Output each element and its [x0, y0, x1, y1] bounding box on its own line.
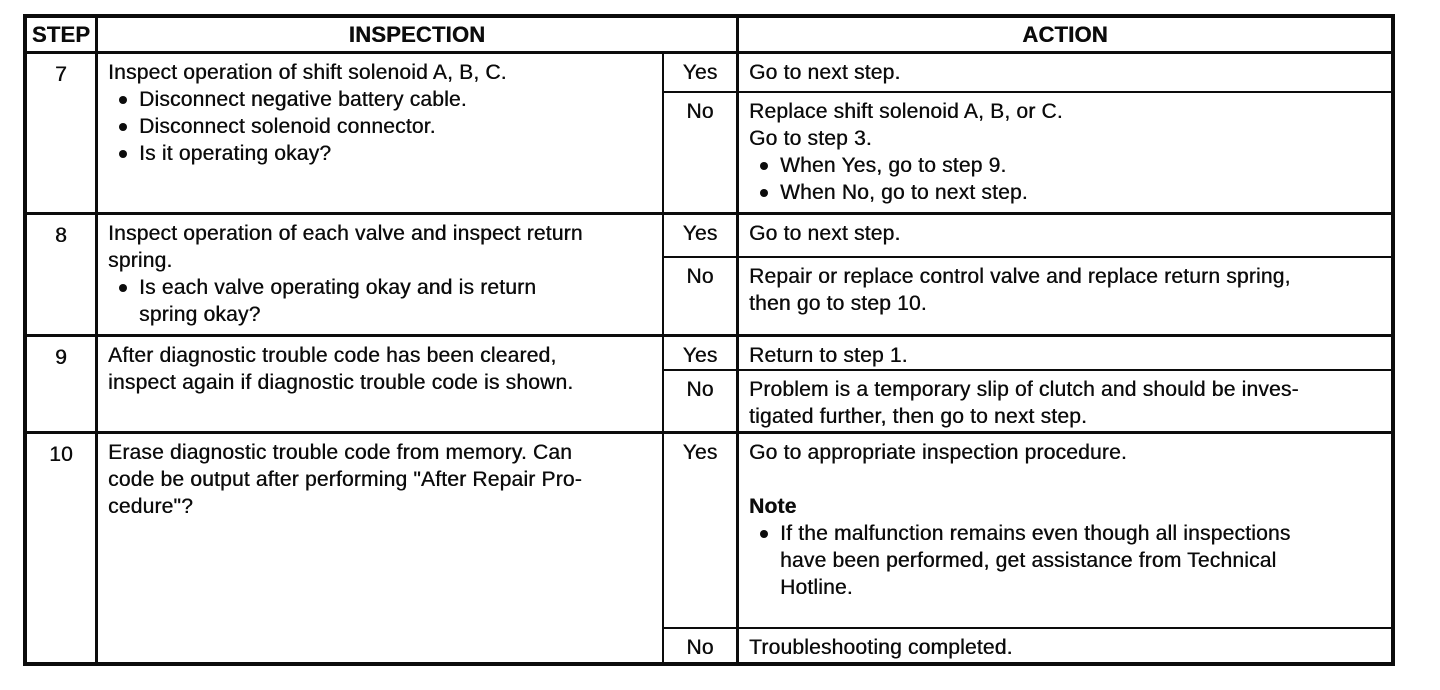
- action-text: Troubleshooting completed.: [749, 636, 1013, 659]
- table-row-step-7: 7 Inspect operation of shift solenoid A,…: [27, 54, 1391, 215]
- branch-yes: Yes Go to next step.: [664, 54, 1391, 93]
- step-number: 9: [27, 337, 98, 431]
- no-label: No: [664, 258, 739, 334]
- branch-no: No Repair or replace control valve and r…: [664, 258, 1391, 334]
- action-text: tigated further, then go to next step.: [749, 405, 1087, 428]
- header-step: STEP: [27, 18, 98, 51]
- action-text: Go to appropriate inspection procedure.: [749, 441, 1127, 464]
- bullet-icon: [119, 96, 127, 104]
- action-cell: Go to next step.: [739, 215, 1391, 256]
- action-cell: Go to next step.: [739, 54, 1391, 91]
- bullet-text: If the malfunction remains even though a…: [780, 522, 1291, 545]
- bullet-icon: [760, 530, 768, 538]
- branch-yes: Yes Go to next step.: [664, 215, 1391, 258]
- inspection-text: Inspect operation of shift solenoid A, B…: [108, 61, 507, 84]
- action-text: Repair or replace control valve and repl…: [749, 265, 1291, 288]
- inspection-text: spring.: [108, 249, 173, 272]
- yes-label: Yes: [664, 434, 739, 627]
- bullet-icon: [119, 123, 127, 131]
- inspection-cell: Erase diagnostic trouble code from memor…: [98, 434, 664, 662]
- yes-label: Yes: [664, 54, 739, 91]
- bullet-icon: [760, 189, 768, 197]
- inspection-text: cedure"?: [108, 495, 193, 518]
- troubleshooting-table: STEP INSPECTION ACTION 7 Inspect operati…: [23, 14, 1395, 666]
- step-number: 10: [27, 434, 98, 662]
- action-cell: Problem is a temporary slip of clutch an…: [739, 371, 1391, 431]
- bullet-text: have been performed, get assistance from…: [780, 549, 1277, 572]
- action-text: Problem is a temporary slip of clutch an…: [749, 378, 1299, 401]
- bullet-text: When Yes, go to step 9.: [780, 154, 1007, 177]
- action-cell: Go to appropriate inspection procedure. …: [739, 434, 1391, 627]
- table-header-row: STEP INSPECTION ACTION: [27, 18, 1391, 54]
- no-label: No: [664, 371, 739, 431]
- table-row-step-8: 8 Inspect operation of each valve and in…: [27, 215, 1391, 337]
- branch-no: No Problem is a temporary slip of clutch…: [664, 371, 1391, 431]
- inspection-text: After diagnostic trouble code has been c…: [108, 344, 557, 367]
- list-item: When Yes, go to step 9.: [749, 152, 1383, 179]
- branch-no: No Replace shift solenoid A, B, or C. Go…: [664, 93, 1391, 212]
- action-cell: Replace shift solenoid A, B, or C. Go to…: [739, 93, 1391, 212]
- bullet-text: Is it operating okay?: [139, 142, 332, 165]
- inspection-text: code be output after performing "After R…: [108, 468, 582, 491]
- list-item: Is it operating okay?: [108, 140, 654, 167]
- list-item: If the malfunction remains even though a…: [749, 520, 1383, 601]
- action-cell: Return to step 1.: [739, 337, 1391, 369]
- bullet-icon: [119, 284, 127, 292]
- yes-no-branches: Yes Go to next step. No Repair or replac…: [664, 215, 1391, 334]
- yes-no-branches: Yes Return to step 1. No Problem is a te…: [664, 337, 1391, 431]
- bullet-icon: [760, 162, 768, 170]
- branch-no: No Troubleshooting completed.: [664, 629, 1391, 662]
- action-text: Go to step 3.: [749, 127, 872, 150]
- inspection-text: Erase diagnostic trouble code from memor…: [108, 441, 573, 464]
- bullet-text: Is each valve operating okay and is retu…: [139, 276, 537, 299]
- bullet-text: Hotline.: [780, 576, 853, 599]
- note-title: Note: [749, 495, 797, 518]
- action-text: Replace shift solenoid A, B, or C.: [749, 100, 1063, 123]
- branch-yes: Yes Go to appropriate inspection procedu…: [664, 434, 1391, 629]
- inspection-cell: After diagnostic trouble code has been c…: [98, 337, 664, 431]
- action-text: Go to next step.: [749, 222, 901, 245]
- list-item: Disconnect solenoid connector.: [108, 113, 654, 140]
- action-text: then go to step 10.: [749, 292, 927, 315]
- bullet-text: Disconnect negative battery cable.: [139, 88, 467, 111]
- no-label: No: [664, 629, 739, 662]
- branch-yes: Yes Return to step 1.: [664, 337, 1391, 371]
- bullet-icon: [119, 150, 127, 158]
- action-cell: Repair or replace control valve and repl…: [739, 258, 1391, 334]
- inspection-cell: Inspect operation of shift solenoid A, B…: [98, 54, 664, 212]
- yes-label: Yes: [664, 337, 739, 369]
- header-inspection: INSPECTION: [98, 18, 739, 51]
- list-item: When No, go to next step.: [749, 179, 1383, 206]
- bullet-text: Disconnect solenoid connector.: [139, 115, 436, 138]
- inspection-text: inspect again if diagnostic trouble code…: [108, 371, 574, 394]
- list-item: Is each valve operating okay and is retu…: [108, 274, 654, 328]
- bullet-text: spring okay?: [139, 303, 261, 326]
- yes-no-branches: Yes Go to next step. No Replace shift so…: [664, 54, 1391, 212]
- yes-label: Yes: [664, 215, 739, 256]
- inspection-cell: Inspect operation of each valve and insp…: [98, 215, 664, 334]
- step-number: 8: [27, 215, 98, 334]
- table-row-step-9: 9 After diagnostic trouble code has been…: [27, 337, 1391, 434]
- list-item: Disconnect negative battery cable.: [108, 86, 654, 113]
- action-text: Return to step 1.: [749, 344, 908, 367]
- step-number: 7: [27, 54, 98, 212]
- header-action: ACTION: [1022, 22, 1108, 47]
- inspection-text: Inspect operation of each valve and insp…: [108, 222, 583, 245]
- yes-no-branches: Yes Go to appropriate inspection procedu…: [664, 434, 1391, 662]
- bullet-text: When No, go to next step.: [780, 181, 1028, 204]
- action-cell: Troubleshooting completed.: [739, 629, 1391, 662]
- table-row-step-10: 10 Erase diagnostic trouble code from me…: [27, 434, 1391, 662]
- no-label: No: [664, 93, 739, 212]
- action-text: Go to next step.: [749, 61, 901, 84]
